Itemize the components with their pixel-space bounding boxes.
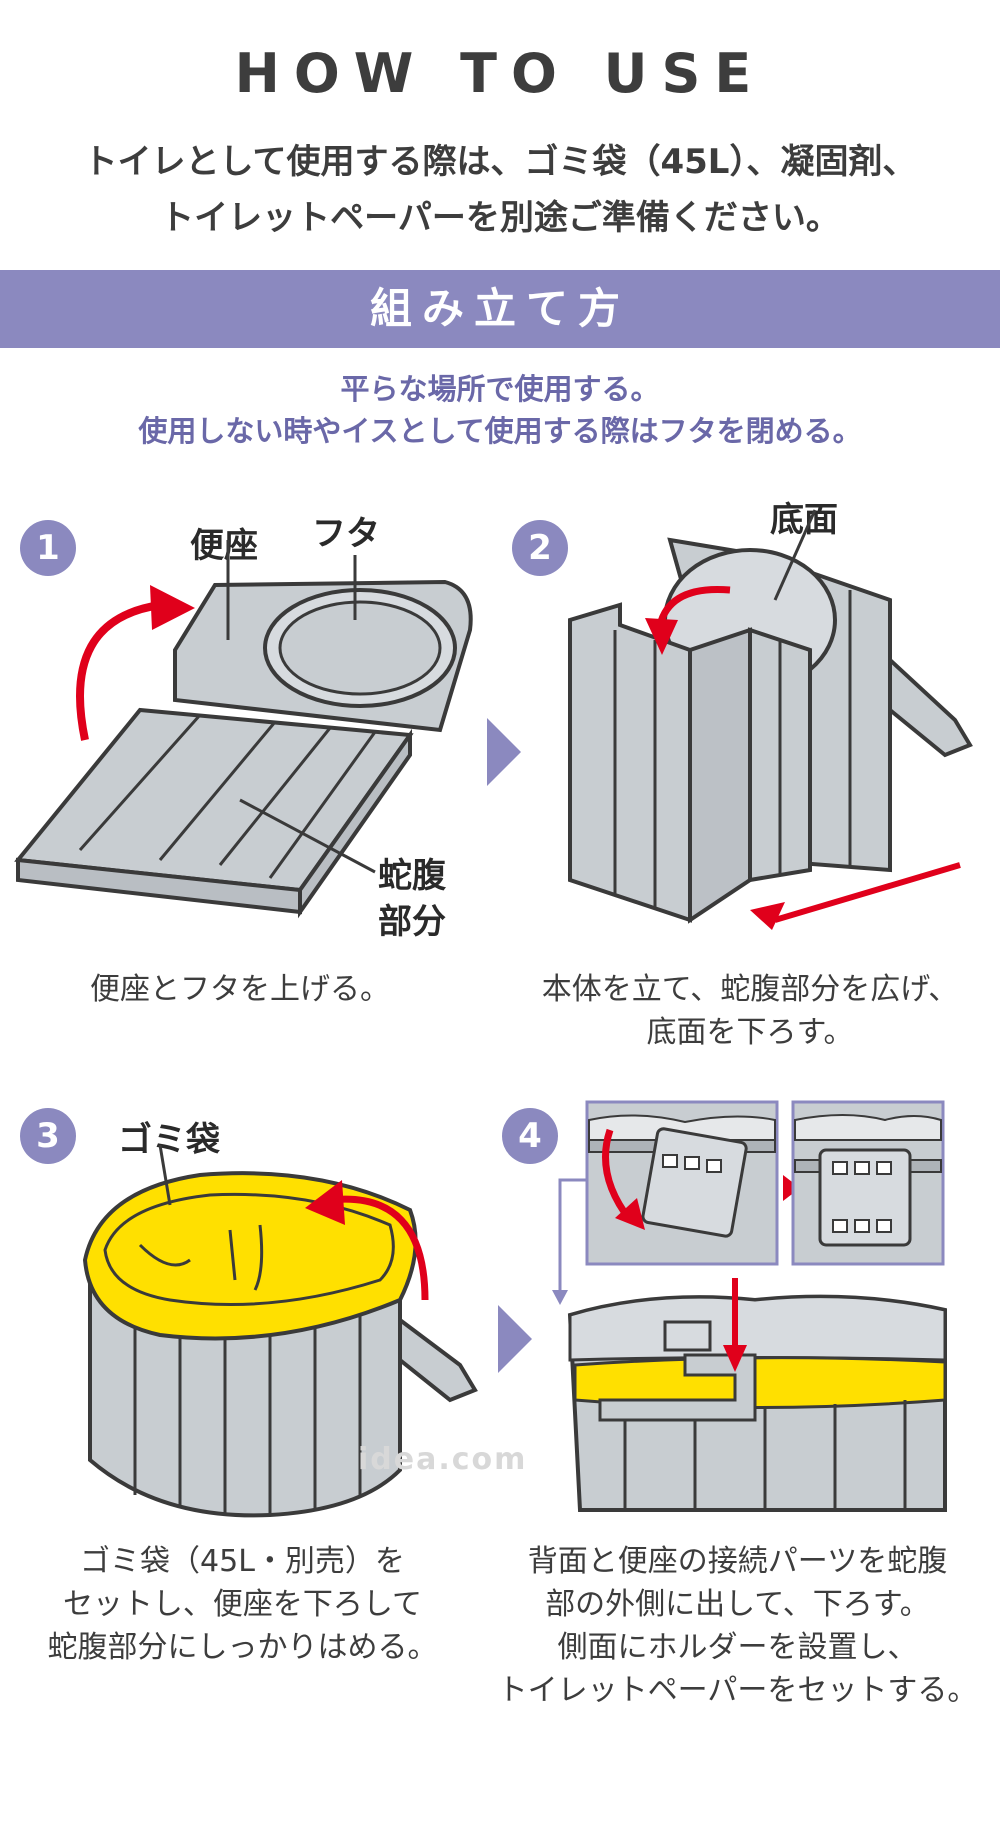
step-2-badge: 2 — [512, 520, 568, 576]
step-arrow-1 — [487, 718, 521, 786]
step-4-caption-line-4: トイレットペーパーをセットする。 — [497, 1673, 978, 1708]
step-4-caption: 背面と便座の接続パーツを蛇腹 部の外側に出して、下ろす。 側面にホルダーを設置し… — [485, 1540, 990, 1712]
step-1-caption: 便座とフタを上げる。 — [20, 968, 460, 1011]
page-title: HOW TO USE — [234, 42, 766, 105]
intro-line-2: トイレットペーパーを別途ご準備ください。 — [160, 198, 840, 238]
step-2-caption-line-1: 本体を立て、蛇腹部分を広げ、 — [541, 972, 959, 1007]
section-banner: 組み立て方 — [0, 270, 1000, 348]
section-note-line-1: 平らな場所で使用する。 — [340, 372, 660, 406]
step-3-illustration — [82, 1144, 478, 1518]
step-4-caption-line-2: 部の外側に出して、下ろす。 — [545, 1587, 930, 1622]
step-2-caption: 本体を立て、蛇腹部分を広げ、 底面を下ろす。 — [510, 968, 990, 1054]
step-3-bag-label: ゴミ袋 — [118, 1120, 220, 1160]
step-1-bellows-label-2: 部分 — [378, 902, 446, 942]
intro-line-1: トイレとして使用する際は、ゴミ袋（45L）、凝固剤、 — [83, 142, 917, 182]
step-4-caption-line-1: 背面と便座の接続パーツを蛇腹 — [527, 1544, 948, 1579]
step-arrow-2 — [498, 1305, 532, 1373]
step-1-caption-line-1: 便座とフタを上げる。 — [90, 972, 390, 1007]
step-1-badge: 1 — [20, 520, 76, 576]
step-3-caption-line-2: セットし、便座を下ろして — [62, 1587, 423, 1622]
section-heading: 組み立て方 — [369, 284, 630, 333]
step-4-badge: 4 — [502, 1108, 558, 1164]
step-1-bellows-label-1: 蛇腹 — [378, 856, 446, 896]
section-note-line-2: 使用しない時やイスとして使用する際はフタを閉める。 — [138, 414, 862, 448]
step-2-illustration — [568, 509, 973, 930]
step-4-caption-line-3: 側面にホルダーを設置し、 — [557, 1630, 918, 1665]
step-4-illustration — [552, 1100, 947, 1512]
step-3-caption-line-1: ゴミ袋（45L・別売）を — [80, 1544, 405, 1579]
step-2-caption-line-2: 底面を下ろす。 — [646, 1015, 854, 1050]
watermark: idea.com — [358, 1442, 528, 1477]
step-3-caption: ゴミ袋（45L・別売）を セットし、便座を下ろして 蛇腹部分にしっかりはめる。 — [15, 1540, 470, 1669]
step-1-illustration — [14, 540, 473, 919]
step-1-seat-label: 便座 — [190, 526, 258, 566]
step-3-caption-line-3: 蛇腹部分にしっかりはめる。 — [47, 1630, 438, 1665]
step-3-badge: 3 — [20, 1108, 76, 1164]
step-1-lid-label: フタ — [312, 514, 380, 554]
